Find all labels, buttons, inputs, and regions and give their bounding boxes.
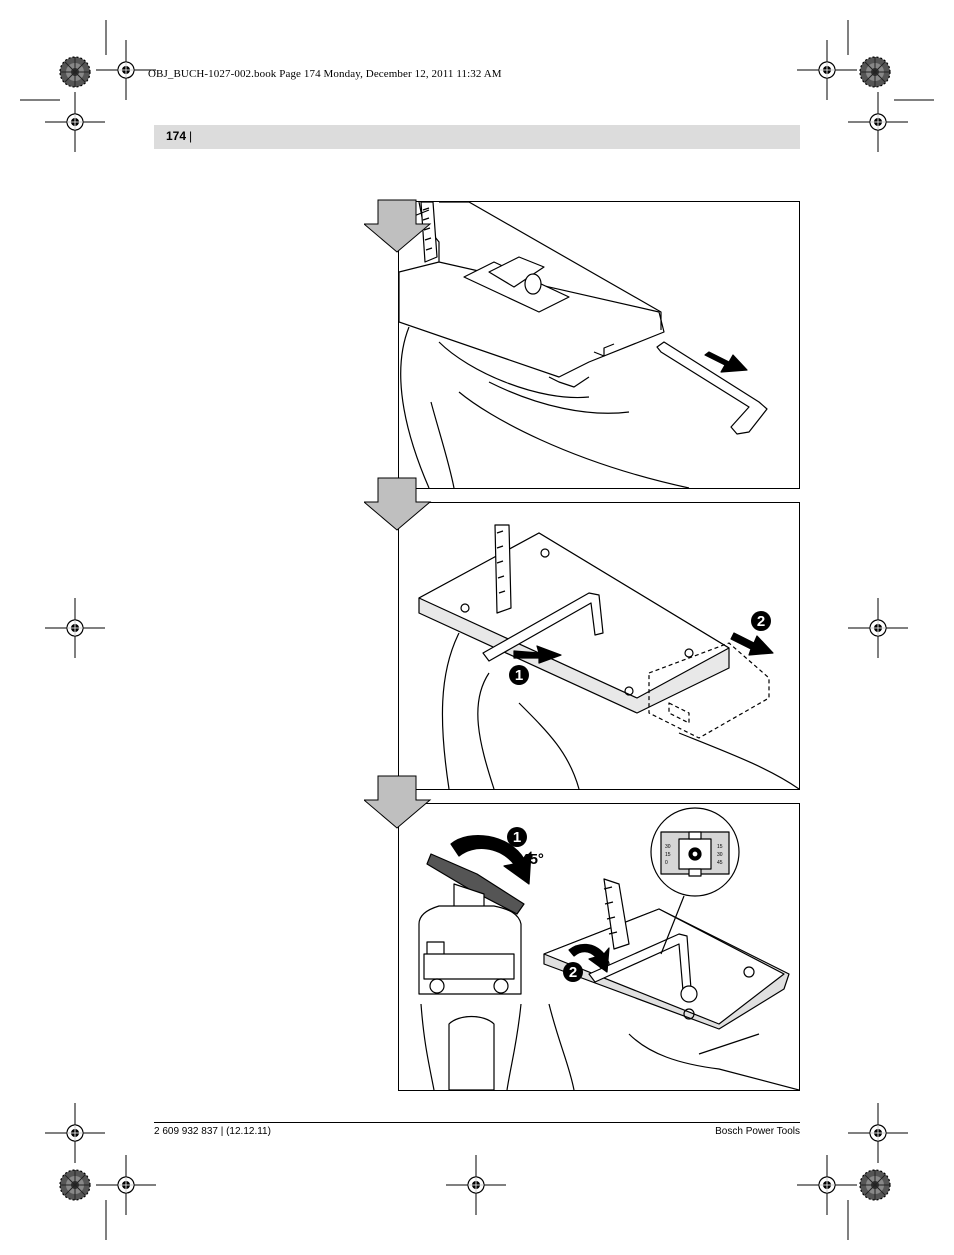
- step-arrow-icon: [364, 775, 432, 829]
- step-arrow-icon: [364, 199, 432, 253]
- figure-1: [398, 201, 800, 489]
- color-target-icon: [859, 56, 891, 88]
- registration-mark-icon: [95, 39, 157, 101]
- registration-mark-icon: [95, 1154, 157, 1216]
- registration-mark-icon: [796, 1154, 858, 1216]
- color-target-icon: [859, 1169, 891, 1201]
- callout-2-label: 2: [757, 613, 765, 630]
- callout-1-label: 1: [515, 667, 523, 684]
- page-number-separator: |: [189, 129, 193, 143]
- figure-3-illustration: 1 ±45° 2 30 15 0 15 30 45: [418, 807, 799, 1090]
- scale-mark: 45: [717, 860, 723, 866]
- registration-mark-icon: [796, 39, 858, 101]
- figure-2-illustration: 1 2: [418, 524, 799, 789]
- color-target-icon: [59, 1169, 91, 1201]
- figure-3: 1 ±45° 2 30 15 0 15 30 45: [398, 803, 800, 1091]
- registration-mark-icon: [44, 597, 106, 659]
- footer-brand: Bosch Power Tools: [715, 1126, 800, 1137]
- registration-mark-icon: [847, 1102, 909, 1164]
- figure-2: 1 2: [398, 502, 800, 790]
- bevel-scale: 30 15 0 15 30 45: [665, 844, 723, 866]
- scale-mark: 30: [717, 852, 723, 858]
- footer-document-number: 2 609 932 837 | (12.12.11): [154, 1126, 271, 1137]
- callout-2-label: 2: [569, 964, 577, 981]
- callout-1: 1: [507, 827, 527, 847]
- page-number-value: 174: [166, 129, 187, 143]
- step-arrow-icon: [364, 477, 432, 531]
- scale-mark: 0: [665, 860, 668, 866]
- callout-1: 1: [509, 665, 529, 685]
- footer-rule: [154, 1122, 800, 1123]
- callout-1-label: 1: [513, 829, 521, 846]
- print-header: OBJ_BUCH-1027-002.book Page 174 Monday, …: [148, 68, 502, 80]
- registration-mark-icon: [445, 1154, 507, 1216]
- registration-mark-icon: [847, 91, 909, 153]
- angle-label: ±45°: [513, 851, 544, 868]
- registration-mark-icon: [847, 597, 909, 659]
- callout-2: 2: [563, 962, 583, 982]
- scale-mark: 30: [665, 844, 671, 850]
- registration-mark-icon: [44, 91, 106, 153]
- page-header-bar: [154, 125, 800, 149]
- registration-mark-icon: [44, 1102, 106, 1164]
- color-target-icon: [59, 56, 91, 88]
- scale-mark: 15: [665, 852, 671, 858]
- page-number: 174|: [166, 129, 192, 143]
- scale-mark: 15: [717, 844, 723, 850]
- figure-1-illustration: [399, 202, 768, 488]
- callout-2: 2: [751, 611, 771, 631]
